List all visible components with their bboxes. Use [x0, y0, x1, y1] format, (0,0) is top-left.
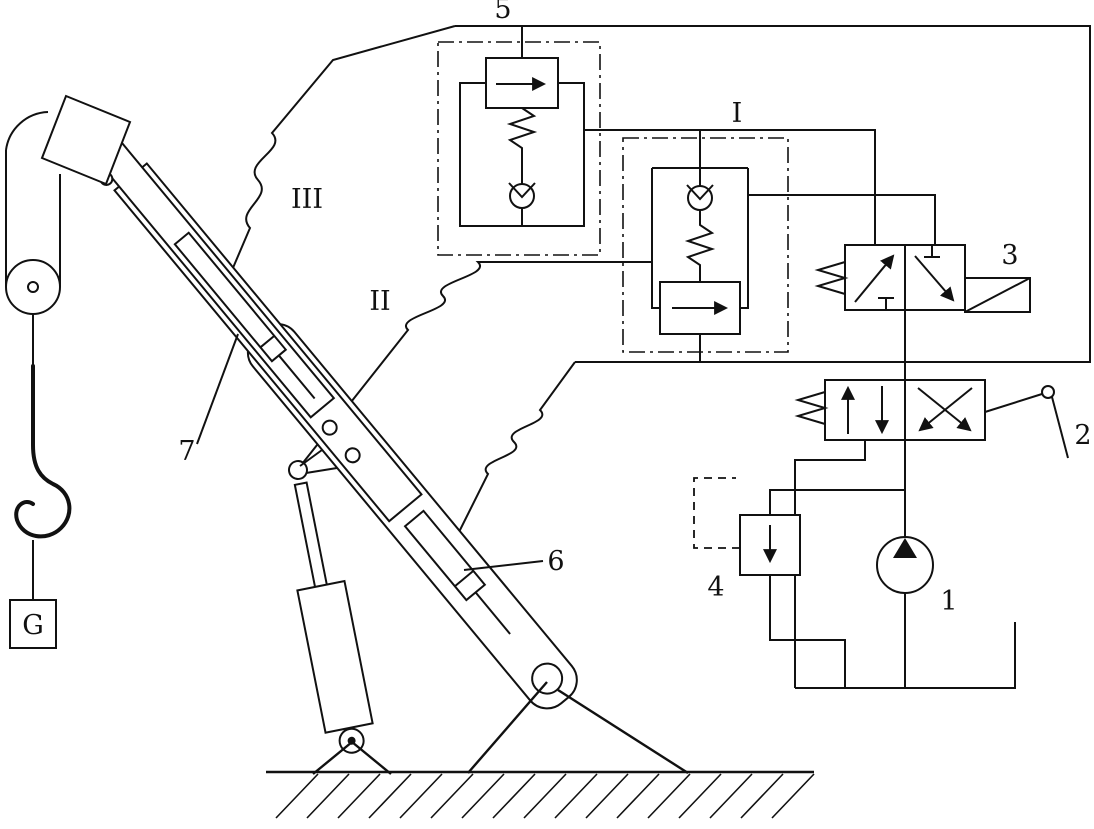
boom-pin: [321, 419, 338, 436]
directional-valve-2: [794, 379, 1069, 459]
boom-pin: [344, 447, 361, 464]
boom-head-assembly: [5, 94, 132, 186]
hose-line-cylinder6: [454, 361, 576, 541]
manual-lever: [984, 385, 1069, 459]
label-cylinder6: 6: [547, 546, 564, 577]
balance-valve-5: [437, 41, 601, 256]
support-legs: [299, 449, 689, 775]
pump-flow-triangle: [893, 538, 917, 558]
cylinder-6: [403, 509, 511, 635]
circuit-piping: [455, 25, 1091, 689]
hook-icon: [14, 364, 72, 539]
balance-valve-block-I: [622, 137, 789, 353]
leader-lines: [196, 333, 544, 571]
spring-symbol: [794, 391, 829, 425]
relief-valve-4: [693, 477, 801, 576]
hook-block: [5, 259, 72, 539]
label-cylinder7: 7: [178, 436, 195, 467]
crane-boom: [84, 125, 578, 710]
label-valve2: 2: [1074, 420, 1091, 451]
label-line-II: II: [369, 286, 390, 317]
directional-valve-3: [814, 244, 1031, 313]
hose-line-III: [214, 25, 456, 311]
hose-line-II: [301, 261, 652, 465]
spring-symbol: [814, 261, 849, 295]
label-valve5: 5: [494, 0, 511, 25]
boom-heel-pin: [531, 662, 564, 695]
label-line-III: III: [291, 184, 323, 215]
telescoping-cylinder-7: [173, 231, 316, 400]
luffing-cylinder: [288, 460, 374, 754]
label-pump: 1: [940, 586, 957, 617]
label-relief4: 4: [707, 572, 724, 603]
load-label: G: [22, 610, 44, 641]
hoist-cable: [5, 150, 61, 287]
head-bracket: [5, 111, 49, 151]
label-block-I: I: [732, 98, 743, 129]
head-block: [40, 94, 132, 186]
pump-1: [876, 536, 934, 594]
ground: [266, 770, 815, 819]
sheave-axle: [27, 281, 39, 293]
label-valve3: 3: [1001, 240, 1018, 271]
load-weight: G: [9, 540, 57, 649]
